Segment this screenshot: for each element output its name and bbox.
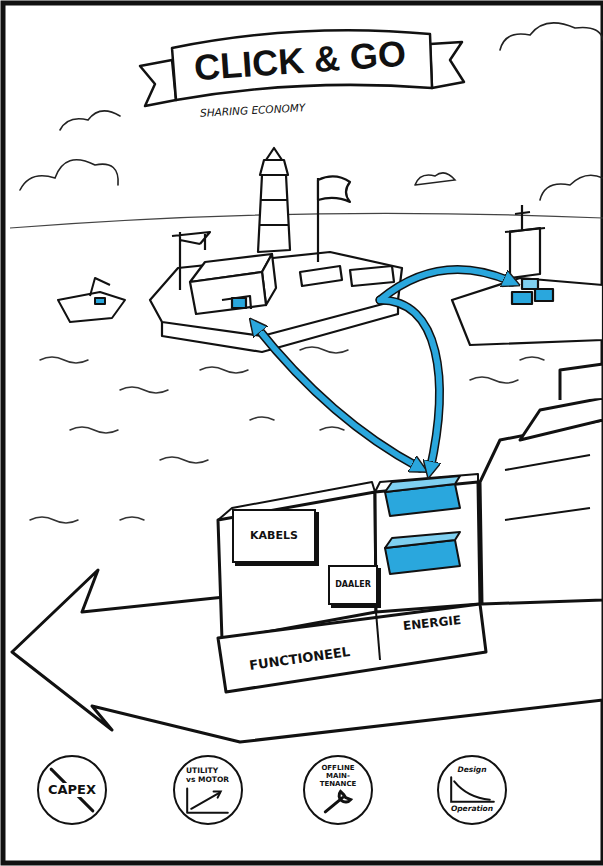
island (260, 160, 288, 175)
icon-caption: Operation (445, 805, 499, 814)
flow-arrows (380, 300, 439, 470)
clouds (20, 160, 118, 190)
ship (376, 612, 380, 660)
frame (3, 3, 603, 863)
clouds (500, 23, 603, 50)
icon-caption: Design (445, 766, 499, 775)
waves (70, 427, 118, 433)
boat (90, 278, 110, 296)
cargo-boxes (385, 476, 460, 492)
icon-stroke (187, 788, 228, 812)
icon-circle: CAPEX (37, 755, 107, 825)
platform (510, 228, 540, 278)
waves (320, 427, 344, 430)
island (300, 266, 342, 286)
island (260, 200, 289, 225)
island (190, 272, 266, 314)
ship (505, 455, 590, 520)
waves (250, 417, 274, 420)
island (258, 175, 290, 252)
ship (12, 364, 603, 742)
clouds (20, 23, 603, 200)
cargo-box: KABELS (232, 509, 316, 563)
boat (58, 278, 125, 322)
box-label: DAALER (335, 580, 371, 589)
clouds (415, 173, 455, 185)
platform (512, 292, 532, 304)
waves (30, 517, 78, 523)
banner (140, 60, 176, 106)
clouds (540, 175, 603, 200)
flow-arrows (255, 325, 420, 468)
icon-circle: OFFLINE MAIN-TENANCE (303, 755, 373, 825)
ship (560, 364, 603, 400)
waves (40, 357, 88, 363)
icon-circle: UTILITY vs MOTOR (173, 755, 243, 825)
ship (218, 604, 486, 692)
icon-stroke (451, 777, 494, 801)
icon-circle: DesignOperation (437, 755, 507, 825)
horizon (10, 213, 603, 228)
platform (505, 205, 545, 232)
box-label: FUNCTIONEEL (249, 645, 352, 674)
flow-arrows (255, 325, 420, 468)
island (232, 298, 246, 308)
icon-caption: CAPEX (42, 783, 102, 798)
platform (452, 278, 603, 345)
icon-caption: UTILITY vs MOTOR (186, 767, 230, 784)
hull-compartment: FUNCTIONEEL KABELS DAALER (220, 495, 380, 685)
icon-stroke (339, 792, 351, 803)
flow-arrows (380, 270, 512, 300)
ship (375, 482, 480, 612)
waves (300, 347, 348, 353)
cargo-box: DAALER (328, 565, 378, 605)
box-label: KABELS (250, 530, 298, 543)
flow-arrows (255, 270, 512, 470)
cargo-boxes (385, 476, 460, 574)
hull-compartment: ENERGIE (382, 480, 482, 645)
icon-lines (325, 792, 350, 812)
island (150, 148, 402, 352)
flow-arrows (380, 270, 512, 300)
island (222, 296, 251, 309)
icon-stroke (191, 793, 219, 809)
icon-lines (187, 788, 228, 812)
boat (95, 298, 105, 304)
cargo-boxes (385, 532, 460, 548)
box-label: ENERGIE (402, 614, 461, 634)
waves (200, 367, 248, 373)
waves (120, 387, 168, 393)
ship (520, 398, 603, 440)
platform (535, 289, 553, 301)
banner (172, 30, 432, 100)
banner (140, 30, 464, 106)
icon-stroke (214, 792, 221, 798)
island (318, 176, 350, 202)
waves (120, 517, 144, 520)
ship (480, 420, 603, 604)
icon-lines (451, 777, 494, 801)
waves (520, 357, 544, 360)
waves (160, 457, 208, 463)
island (266, 148, 282, 160)
icon-stroke (454, 781, 490, 799)
platform (522, 279, 538, 289)
clouds (60, 111, 120, 130)
icon-caption: OFFLINE MAIN-TENANCE (311, 764, 365, 788)
flow-arrows (380, 300, 439, 470)
boat (58, 292, 125, 322)
island (350, 266, 394, 286)
banner (430, 42, 464, 88)
waves (470, 377, 518, 383)
